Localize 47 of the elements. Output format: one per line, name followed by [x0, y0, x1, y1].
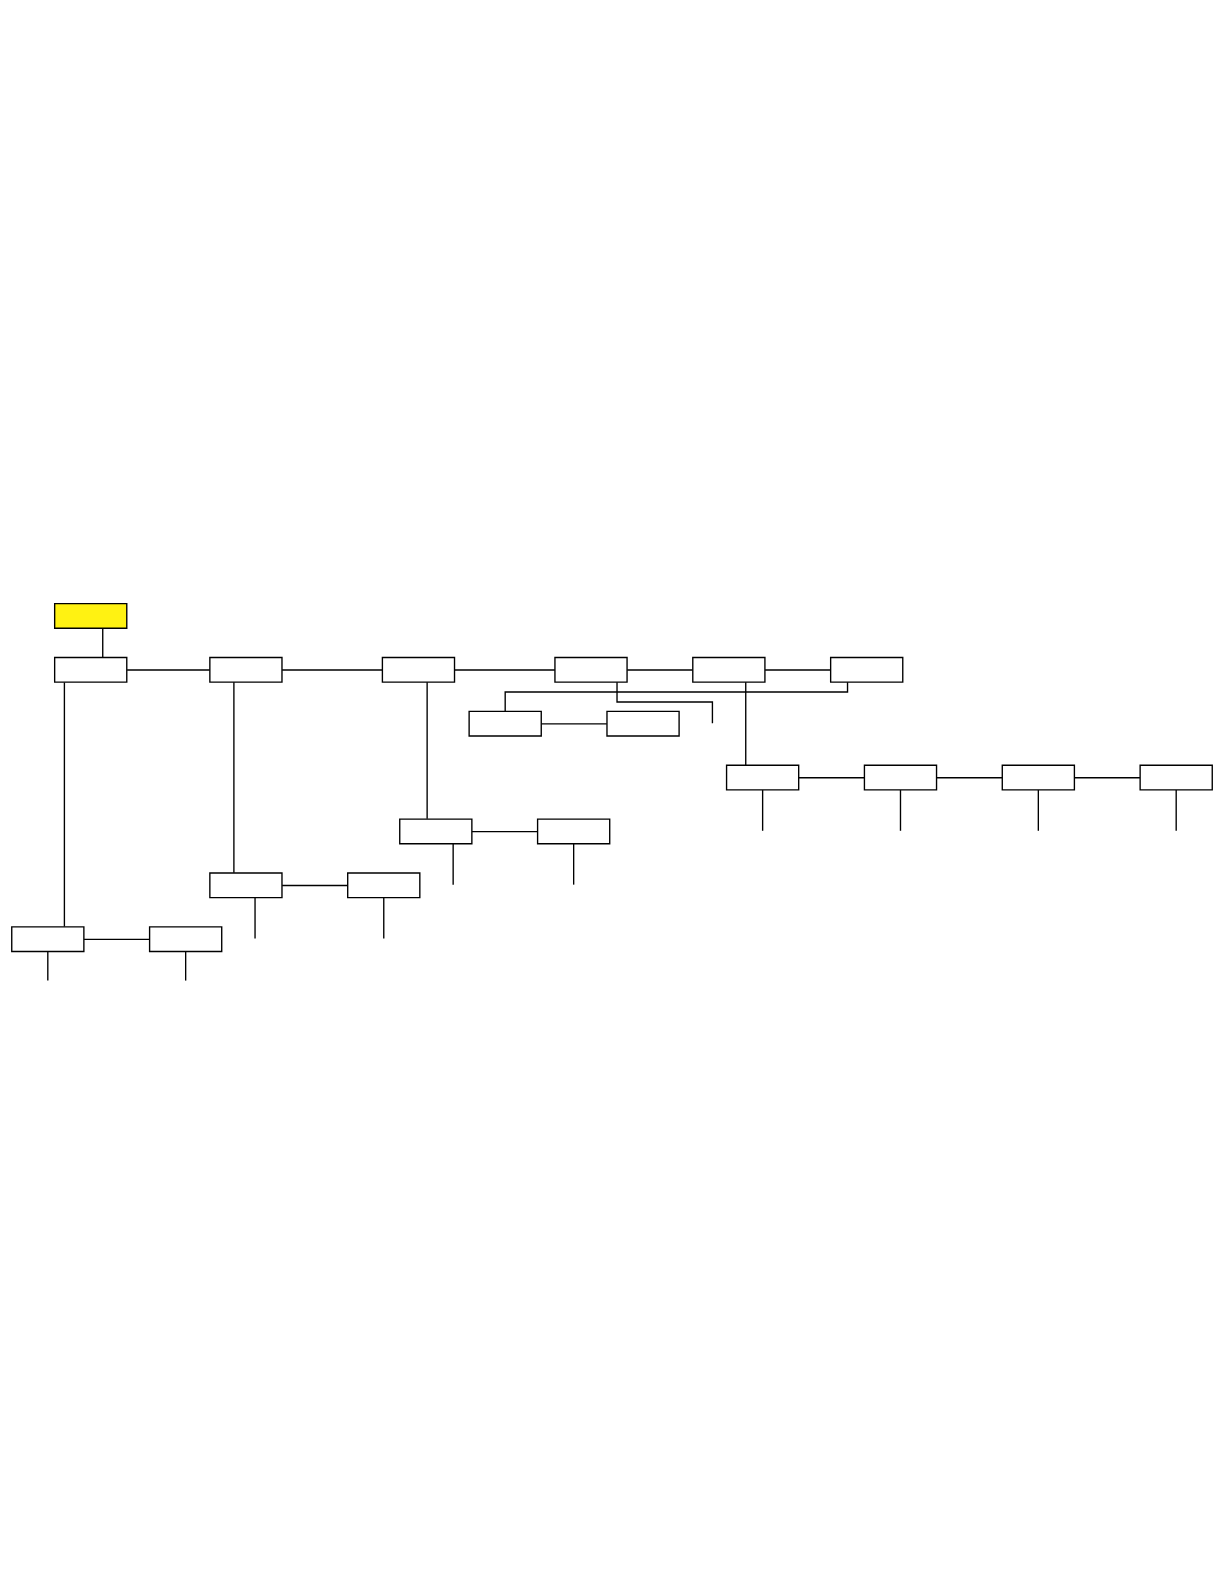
connector [47, 950, 49, 981]
connector [102, 627, 104, 658]
connector [761, 788, 764, 831]
node-box [148, 925, 223, 952]
connector [83, 938, 151, 940]
connector [540, 722, 608, 725]
node-box [381, 656, 456, 683]
node-box [829, 656, 904, 683]
node-box [53, 602, 128, 629]
node-box [606, 710, 680, 737]
node-box [209, 871, 283, 898]
connector [254, 896, 256, 939]
node-box [53, 656, 128, 683]
connector [471, 830, 539, 832]
connector [1175, 788, 1177, 831]
connector [426, 681, 428, 819]
connector [899, 788, 902, 831]
connector [184, 950, 187, 981]
connector [1073, 776, 1141, 778]
node-box [725, 764, 800, 791]
node-box [692, 656, 766, 683]
connector [281, 668, 383, 671]
connector [936, 776, 1003, 778]
connector [798, 776, 865, 778]
node-box [347, 871, 421, 898]
node-box [554, 656, 628, 683]
connector [126, 668, 211, 671]
connector [572, 842, 575, 885]
node-box [209, 656, 283, 683]
node-box [11, 925, 85, 952]
node-box [1001, 764, 1076, 791]
connector [626, 668, 694, 671]
connector [63, 681, 66, 927]
connector [383, 896, 385, 939]
node-box [399, 817, 473, 844]
connector [453, 668, 556, 671]
connector [281, 884, 349, 886]
connector [616, 681, 714, 724]
node-box [536, 817, 611, 844]
node-box [863, 764, 938, 791]
connector [764, 668, 832, 671]
connector [233, 681, 235, 873]
node-box [468, 710, 542, 737]
connector [1037, 788, 1040, 831]
connector [745, 681, 747, 766]
connector [452, 842, 454, 885]
node-box [1139, 764, 1213, 791]
